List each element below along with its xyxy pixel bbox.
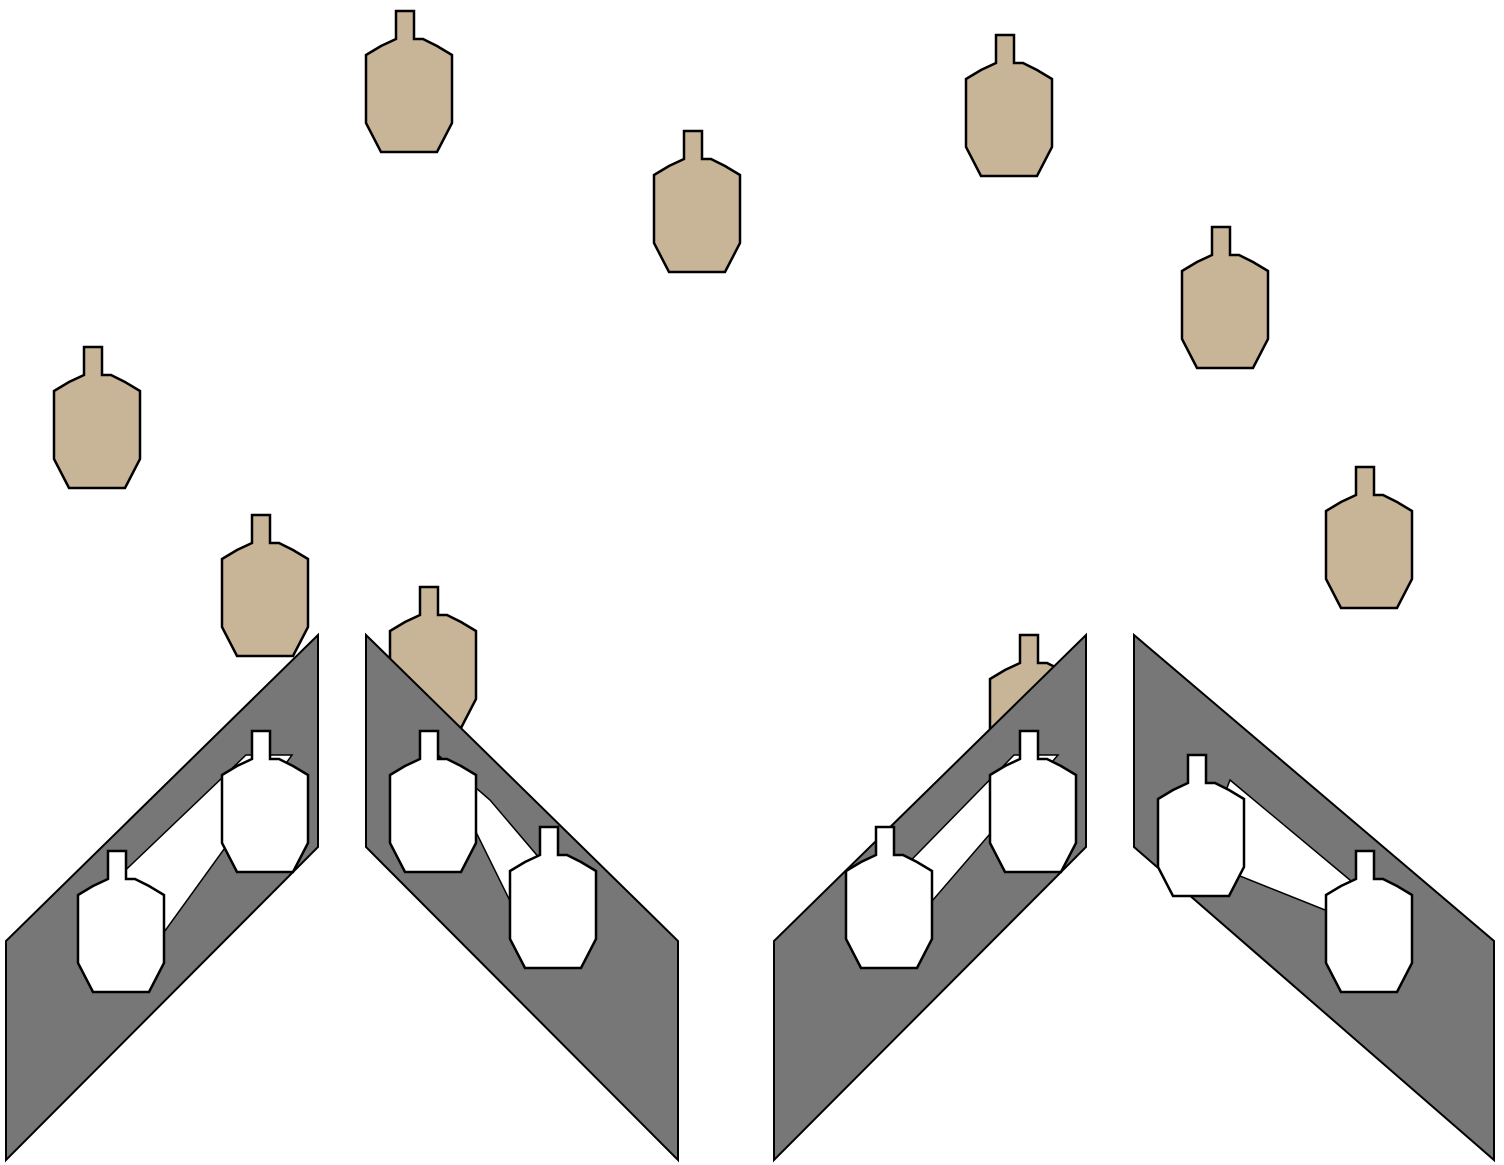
no-shoot-target: [508, 825, 598, 970]
no-shoot-target: [220, 729, 310, 874]
barriers-layer: [5, 632, 1495, 1163]
shoot-target: [364, 9, 454, 154]
shoot-target: [1180, 225, 1270, 370]
no-shoot-target: [1156, 753, 1246, 898]
shoot-target: [964, 33, 1054, 178]
shoot-targets-layer: [52, 9, 1414, 778]
shoot-target: [220, 513, 310, 658]
shoot-target: [652, 129, 742, 274]
shoot-target: [1324, 465, 1414, 610]
no-shoot-target: [388, 729, 478, 874]
no-shoot-target: [1324, 849, 1414, 994]
no-shoot-targets-layer: [76, 729, 1414, 994]
no-shoot-target: [76, 849, 166, 994]
no-shoot-target: [988, 729, 1078, 874]
shoot-target: [52, 345, 142, 490]
no-shoot-target: [844, 825, 934, 970]
